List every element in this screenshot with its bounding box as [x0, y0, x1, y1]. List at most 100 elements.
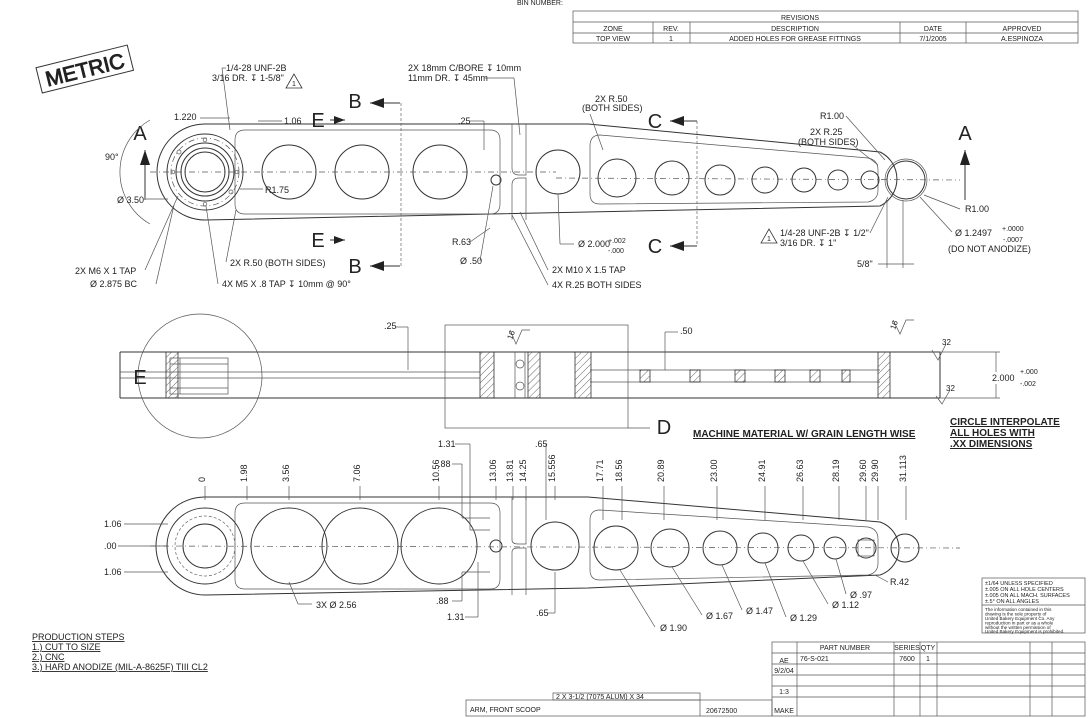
top-dim-0: 0	[197, 477, 207, 482]
r100-right: R1.00	[965, 204, 989, 214]
ordinate-view: 0 1.98 3.56 7.06 10.56 13.06 13.81 14.25…	[104, 439, 961, 633]
prop-line-5: without the written permission of	[985, 625, 1051, 630]
tb-part-number: 76-S-021	[800, 656, 829, 663]
top-dim-3: 7.06	[352, 464, 362, 482]
title-block: PART NUMBER SERIES QTY AE 76-S-021 7600 …	[465, 641, 1086, 717]
rev-col-zone: ZONE	[603, 26, 623, 33]
tolerance-box: ±1/64 UNLESS SPECIFIED ±.005 ON ALL HOLE…	[981, 577, 1086, 634]
dia-350: Ø 3.50	[117, 195, 144, 205]
callout-r50-top: 2X R.50	[595, 94, 628, 104]
top-dim-1: 1.98	[239, 464, 249, 482]
side-dim-2000-tol-lower: -.002	[1020, 381, 1036, 388]
tb-date: 9/2/04	[774, 668, 794, 675]
prop-line-1: The information contained in this	[985, 607, 1052, 612]
callout-m5-tap: 4X M5 X .8 TAP ↧ 10mm @ 90°	[222, 279, 351, 289]
rev-row-zone: TOP VIEW	[596, 36, 630, 43]
prop-line-2: drawing is the sole property of	[985, 612, 1047, 617]
tb-material: 2 X 3-1/2 (7075 ALUM) X 34	[556, 694, 644, 701]
tb-scale: 1:3	[779, 689, 789, 696]
metric-stamp: METRIC	[35, 44, 135, 94]
dia-50: Ø .50	[460, 256, 482, 266]
rev-triangle-bottom: 1	[767, 236, 771, 243]
no-anodize: (DO NOT ANODIZE)	[948, 244, 1031, 254]
tb-part-number-label: PART NUMBER	[820, 645, 870, 652]
callout-bc-2875: Ø 2.875 BC	[90, 279, 138, 289]
top-dim-8: 15.556	[547, 454, 557, 482]
note-grain: MACHINE MATERIAL W/ GRAIN LENGTH WISE	[693, 429, 916, 440]
rev-col-approved: APPROVED	[1003, 26, 1042, 33]
note-circle-3: .XX DIMENSIONS	[950, 439, 1033, 450]
callout-r100-top: R1.00	[820, 111, 844, 121]
top-dim-7: 14.25	[518, 459, 528, 482]
r63: R.63	[452, 237, 471, 247]
dia-callout-147: Ø 1.47	[746, 606, 773, 616]
top-dim-18: 31.113	[898, 455, 908, 482]
left-dim-center: .00	[104, 541, 117, 551]
tol-line-1: ±1/64 UNLESS SPECIFIED	[985, 581, 1053, 587]
top-view: A A B B E E C C 1 1 1/4-28 UNF-2B 3/16 D…	[75, 63, 1031, 290]
callout-r50-bottom: 2X R.50 (BOTH SIDES)	[230, 258, 326, 268]
flat-16-b: 16	[888, 319, 900, 331]
side-dim-2000: 2.000	[992, 373, 1015, 383]
bin-number-label: BIN NUMBER:	[517, 0, 563, 7]
production-step-2: 2.) CNC	[32, 652, 65, 662]
production-step-3: 3.) HARD ANODIZE (MIL-A-8625F) TIII CL2	[32, 662, 208, 672]
section-e-top: E	[311, 110, 324, 132]
top-dim-11: 20.89	[656, 459, 666, 482]
prop-line-6: United Bakery Equipment is prohibited.	[985, 629, 1064, 634]
misc-131-top: 1.31	[438, 439, 456, 449]
tb-series-label: SERIES	[894, 645, 920, 652]
section-b-bottom: B	[348, 256, 361, 278]
misc-88-top: .88	[438, 459, 451, 469]
production-steps: PRODUCTION STEPS 1.) CUT TO SIZE 2.) CNC…	[32, 632, 208, 672]
top-dim-13: 24.91	[757, 459, 767, 482]
misc-65-bottom: .65	[536, 608, 549, 618]
callout-r50-top-2: (BOTH SIDES)	[582, 103, 643, 113]
top-dim-2: 3.56	[281, 464, 291, 482]
callout-thread-top: 1/4-28 UNF-2B	[226, 63, 287, 73]
dia-callout-112: Ø 1.12	[832, 600, 859, 610]
dim-58: 5/8"	[857, 259, 873, 269]
callout-r25-top-2: (BOTH SIDES)	[798, 137, 859, 147]
callout-cbore-2: 11mm DR. ↧ 45mm	[408, 73, 488, 83]
flat-32-b: 32	[946, 384, 955, 393]
prop-line-4: reproduction in part or as a whole	[985, 621, 1054, 626]
dia-callout-190: Ø 1.90	[660, 623, 687, 633]
dia-2000-tol-upper: +.002	[608, 238, 626, 245]
top-dim-9: 17.71	[595, 459, 605, 482]
rev-row-date: 7/1/2005	[919, 36, 946, 43]
top-dim-10: 18.56	[614, 459, 624, 482]
top-dim-4: 10.56	[431, 459, 441, 482]
dia-12497: Ø 1.2497	[955, 228, 992, 238]
revisions-table: REVISIONS ZONE REV. DESCRIPTION DATE APP…	[572, 10, 1079, 44]
top-dim-16: 29.60	[858, 459, 868, 482]
revisions-title: REVISIONS	[781, 15, 819, 22]
flat-16-a: 16	[505, 329, 517, 341]
top-dim-12: 23.00	[709, 459, 719, 482]
left-dim-top: 1.06	[104, 519, 122, 529]
tol-line-2: ±.005 ON ALL HOLE CENTERS	[985, 587, 1064, 593]
callout-cbore: 2X 18mm C/BORE ↧ 10mm	[408, 63, 521, 73]
dim-1220: 1.220	[174, 112, 197, 122]
production-step-1: 1.) CUT TO SIZE	[32, 642, 101, 652]
misc-65-top: .65	[535, 439, 548, 449]
rev-row-approved: A.ESPINOZA	[1001, 36, 1043, 43]
dia-callout-256: 3X Ø 2.56	[316, 600, 357, 610]
callout-m10-tap: 2X M10 X 1.5 TAP	[552, 265, 626, 275]
callout-m6-tap: 2X M6 X 1 TAP	[75, 266, 136, 276]
note-circle-2: ALL HOLES WITH	[950, 428, 1035, 439]
dia-2000-tol-lower: -.000	[608, 248, 624, 255]
dim-25-top: .25	[458, 116, 471, 126]
section-a-right: A	[958, 123, 972, 145]
side-view: E D .25 .50 16 16 32 32 2.000 +.000 -.00…	[119, 313, 1038, 439]
detail-e: E	[133, 367, 146, 389]
tol-line-4: ±.5° ON ALL ANGLES	[985, 599, 1039, 605]
section-c-bottom: C	[648, 236, 662, 258]
section-e-bottom: E	[311, 230, 324, 252]
top-dim-5: 13.06	[488, 459, 498, 482]
dia-callout-167: Ø 1.67	[706, 611, 733, 621]
tb-series: 7600	[899, 656, 915, 663]
dia-callout-129: Ø 1.29	[790, 613, 817, 623]
rev-col-rev: REV.	[663, 26, 679, 33]
